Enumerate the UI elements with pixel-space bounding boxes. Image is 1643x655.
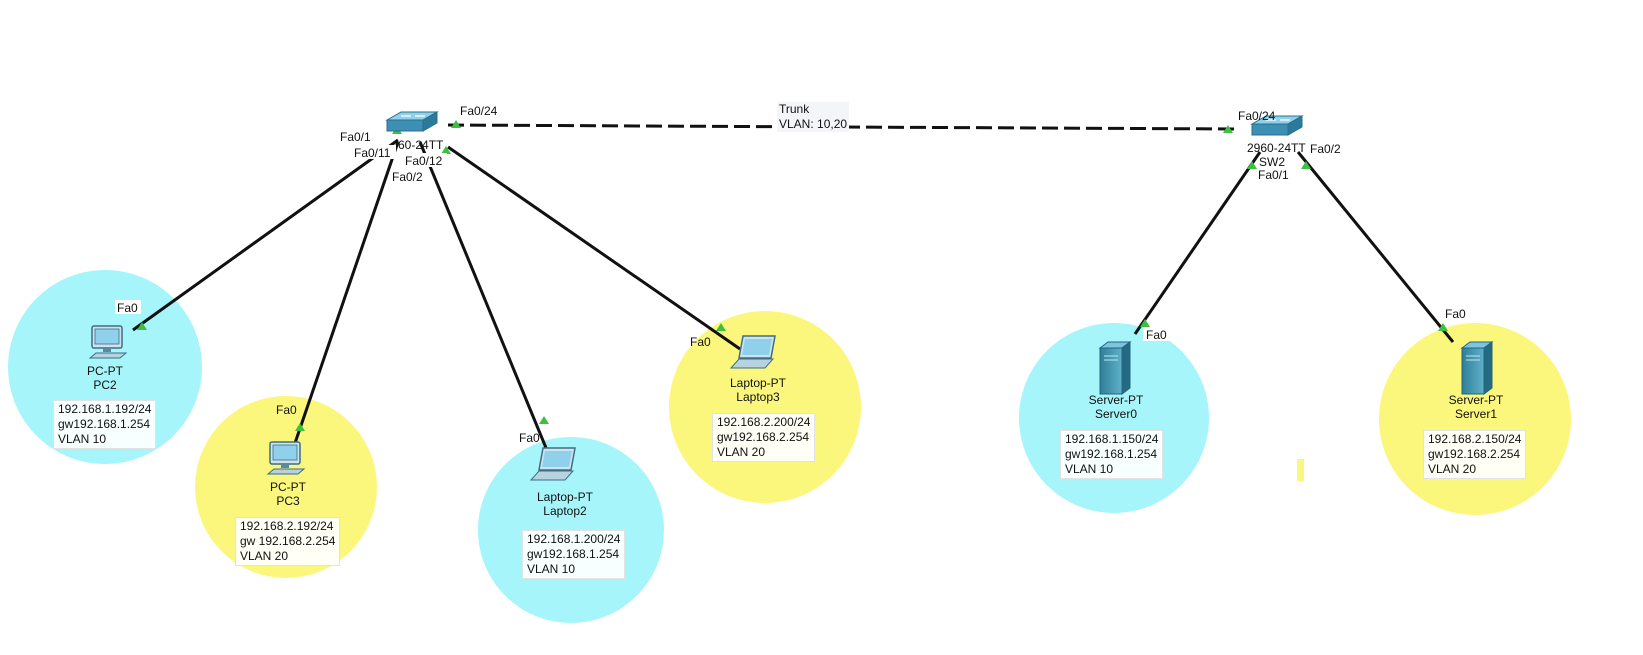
ip-address: 192.168.2.150/24 <box>1428 432 1522 446</box>
laptop-icon[interactable] <box>529 447 576 481</box>
port-up-indicator <box>539 416 549 424</box>
device-caption-server0: Server-PT Server0 <box>1076 393 1156 421</box>
device-name: Laptop3 <box>736 390 780 404</box>
pc-icon[interactable] <box>266 441 306 475</box>
link-sw2-server0 <box>1133 151 1262 335</box>
vlan-id: VLAN 20 <box>240 549 289 563</box>
gateway: gw192.168.2.254 <box>717 430 810 444</box>
port-up-indicator <box>451 120 461 128</box>
port-label: Fa0/2 <box>392 170 423 184</box>
ip-address: 192.168.1.200/24 <box>527 532 621 546</box>
device-caption-pc3: PC-PT PC3 <box>258 480 318 508</box>
port-label: Fa0 <box>690 335 711 349</box>
config-note-pc3[interactable]: 192.168.2.192/24 gw 192.168.2.254 VLAN 2… <box>235 517 341 566</box>
switch-model-label: 60-24TT <box>398 138 444 152</box>
ip-address: 192.168.1.150/24 <box>1065 432 1159 446</box>
port-label: Fa0 <box>1445 307 1466 321</box>
port-label: Fa0/1 <box>1258 168 1289 182</box>
port-up-indicator <box>1301 161 1311 169</box>
config-note-laptop3[interactable]: 192.168.2.200/24 gw192.168.2.254 VLAN 20 <box>712 413 816 462</box>
trunk-vlans: VLAN: 10,20 <box>779 117 848 131</box>
trunk-label: Trunk <box>779 102 810 116</box>
port-label: Fa0 <box>117 301 138 315</box>
config-note-server1[interactable]: 192.168.2.150/24 gw192.168.2.254 VLAN 20 <box>1423 430 1527 479</box>
config-note-server0[interactable]: 192.168.1.150/24 gw192.168.1.254 VLAN 10 <box>1060 430 1164 479</box>
link-sw1-laptop2 <box>418 141 553 461</box>
link-sw1-pc3 <box>292 141 400 447</box>
port-up-indicator <box>716 323 726 331</box>
vlan-id: VLAN 20 <box>717 445 766 459</box>
links <box>132 123 1455 461</box>
device-caption-laptop3: Laptop-PT Laptop3 <box>718 376 798 404</box>
port-labels: Fa0/24 Fa0/1 Fa0/11 Fa0/12 Fa0/2 60-24TT… <box>115 104 1466 445</box>
port-label: Fa0/24 <box>1238 109 1276 123</box>
server-icon[interactable] <box>1098 341 1132 395</box>
switch-name-label: SW2 <box>1259 155 1285 169</box>
gateway: gw192.168.1.254 <box>58 417 151 431</box>
server-icon[interactable] <box>1460 341 1494 395</box>
config-note-laptop2[interactable]: 192.168.1.200/24 gw192.168.1.254 VLAN 10 <box>522 530 626 579</box>
link-sw1-pc2 <box>132 138 399 332</box>
vlan-id: VLAN 20 <box>1428 462 1477 476</box>
device-caption-laptop2: Laptop-PT Laptop2 <box>525 490 605 518</box>
port-up-indicator <box>1223 125 1233 133</box>
device-name: Laptop2 <box>543 504 587 518</box>
port-label: Fa0/2 <box>1310 142 1341 156</box>
port-up-indicator <box>295 423 305 431</box>
switch-icon[interactable] <box>385 111 439 132</box>
gateway: gw 192.168.2.254 <box>240 534 336 548</box>
device-type: Server-PT <box>1088 393 1144 407</box>
gateway: gw192.168.2.254 <box>1428 447 1521 461</box>
port-up-indicator <box>1247 161 1257 169</box>
laptop-icon[interactable] <box>729 335 776 369</box>
port-up-indicator <box>441 146 451 154</box>
device-caption-server1: Server-PT Server1 <box>1436 393 1516 421</box>
device-name: PC3 <box>276 494 300 508</box>
vlan-id: VLAN 10 <box>1065 462 1114 476</box>
device-type: PC-PT <box>87 364 123 378</box>
port-label: Fa0/12 <box>405 154 443 168</box>
gateway: gw192.168.1.254 <box>1065 447 1158 461</box>
port-label: Fa0/11 <box>354 146 391 160</box>
vlan-id: VLAN 10 <box>58 432 107 446</box>
port-up-indicator <box>1438 323 1448 331</box>
device-type: Server-PT <box>1448 393 1504 407</box>
port-label: Fa0/24 <box>460 104 498 118</box>
device-type: Laptop-PT <box>536 490 594 504</box>
zone-fragment <box>1297 459 1304 481</box>
device-name: Server1 <box>1454 407 1498 421</box>
device-name: PC2 <box>93 378 117 392</box>
gateway: gw192.168.1.254 <box>527 547 620 561</box>
pc-icon[interactable] <box>88 325 128 359</box>
device-caption-pc2: PC-PT PC2 <box>75 364 135 392</box>
switch-icon[interactable] <box>1250 115 1304 136</box>
port-up-indicator <box>137 322 147 330</box>
port-label: Fa0/1 <box>340 130 371 144</box>
device-name: Server0 <box>1094 407 1138 421</box>
port-label: Fa0 <box>519 431 540 445</box>
ip-address: 192.168.2.200/24 <box>717 415 811 429</box>
config-note-pc2[interactable]: 192.168.1.192/24 gw192.168.1.254 VLAN 10 <box>53 400 157 449</box>
port-label: Fa0 <box>276 403 297 417</box>
port-label: Fa0 <box>1146 328 1167 342</box>
ip-address: 192.168.2.192/24 <box>240 519 334 533</box>
link-sw2-server1 <box>1296 151 1455 343</box>
vlan-id: VLAN 10 <box>527 562 576 576</box>
ip-address: 192.168.1.192/24 <box>58 402 152 416</box>
link-sw1-laptop3 <box>447 145 741 351</box>
port-up-indicator <box>1140 319 1150 327</box>
device-type: Laptop-PT <box>729 376 787 390</box>
device-type: PC-PT <box>270 480 306 494</box>
trunk-note[interactable]: Trunk VLAN: 10,20 <box>777 102 850 132</box>
switch-model-label: 2960-24TT <box>1247 141 1306 155</box>
